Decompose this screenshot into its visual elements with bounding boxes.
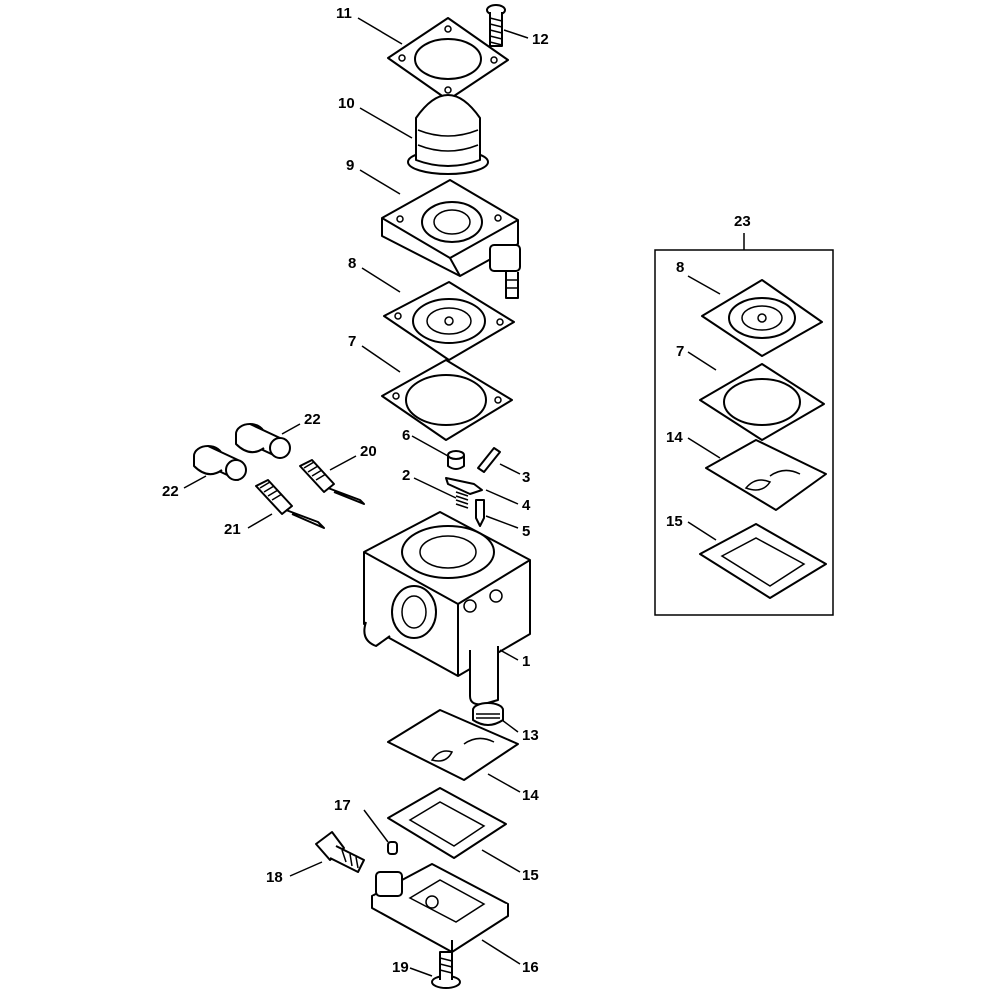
part-5-inlet-needle xyxy=(475,499,485,527)
part-19-screw xyxy=(431,951,461,989)
part-8-pump-diaphragm xyxy=(383,281,515,361)
callout-16: 16 xyxy=(522,959,539,976)
callout-6: 6 xyxy=(402,427,410,444)
kit-part-7-gasket xyxy=(699,363,825,441)
kit-callout-14: 14 xyxy=(666,429,683,446)
part-17-ball xyxy=(387,841,398,855)
callout-4: 4 xyxy=(522,497,531,514)
kit-callout-7: 7 xyxy=(676,343,684,360)
kit-callout-8: 8 xyxy=(676,259,684,276)
part-4-inlet-control-lever xyxy=(445,477,483,495)
part-12-screw xyxy=(486,4,506,47)
callout-20: 20 xyxy=(360,443,377,460)
callout-23: 23 xyxy=(734,213,751,230)
part-1-carburetor-body xyxy=(363,511,531,706)
part-15-gasket xyxy=(387,787,507,859)
part-22-limiter-cap-upper xyxy=(235,423,291,459)
kit-part-8-pump-diaphragm xyxy=(701,279,823,357)
callout-7: 7 xyxy=(348,333,356,350)
kit-part-15-gasket xyxy=(699,523,827,599)
part-2-spring xyxy=(455,491,469,509)
part-11-cover-gasket xyxy=(387,17,509,101)
callout-22-lower: 22 xyxy=(162,483,179,500)
part-9-primer-housing xyxy=(381,179,521,299)
part-16-end-cover xyxy=(371,863,509,953)
part-10-primer-bulb xyxy=(407,94,489,175)
callout-22-upper: 22 xyxy=(304,411,321,428)
callout-2: 2 xyxy=(402,467,410,484)
callout-13: 13 xyxy=(522,727,539,744)
callout-15: 15 xyxy=(522,867,539,884)
callout-11: 11 xyxy=(336,5,352,22)
part-22-limiter-cap-lower xyxy=(193,445,247,481)
part-14-metering-diaphragm xyxy=(387,709,519,781)
callout-3: 3 xyxy=(522,469,530,486)
leader-lines xyxy=(183,17,721,977)
callout-5: 5 xyxy=(522,523,530,540)
callout-21: 21 xyxy=(224,521,241,538)
part-7-gasket xyxy=(381,359,513,441)
callout-19: 19 xyxy=(392,959,409,976)
callout-9: 9 xyxy=(346,157,354,174)
callout-10: 10 xyxy=(338,95,355,112)
kit-part-14-metering-diaphragm xyxy=(705,439,827,511)
part-3-pin xyxy=(477,447,501,473)
part-6-plug xyxy=(447,450,465,470)
part-13-screen xyxy=(472,702,504,726)
kit-callout-15: 15 xyxy=(666,513,683,530)
callout-18: 18 xyxy=(266,869,283,886)
callout-1: 1 xyxy=(522,653,530,670)
callout-8: 8 xyxy=(348,255,356,272)
part-18-valve-jet xyxy=(315,831,365,873)
callout-14: 14 xyxy=(522,787,539,804)
callout-12: 12 xyxy=(532,31,549,48)
callout-labels: 11 12 10 9 8 7 6 3 2 4 5 1 13 14 15 16 1… xyxy=(162,5,751,976)
part-21-adjusting-screw xyxy=(255,479,325,529)
callout-17: 17 xyxy=(334,797,351,814)
part-20-adjusting-screw xyxy=(299,459,365,505)
